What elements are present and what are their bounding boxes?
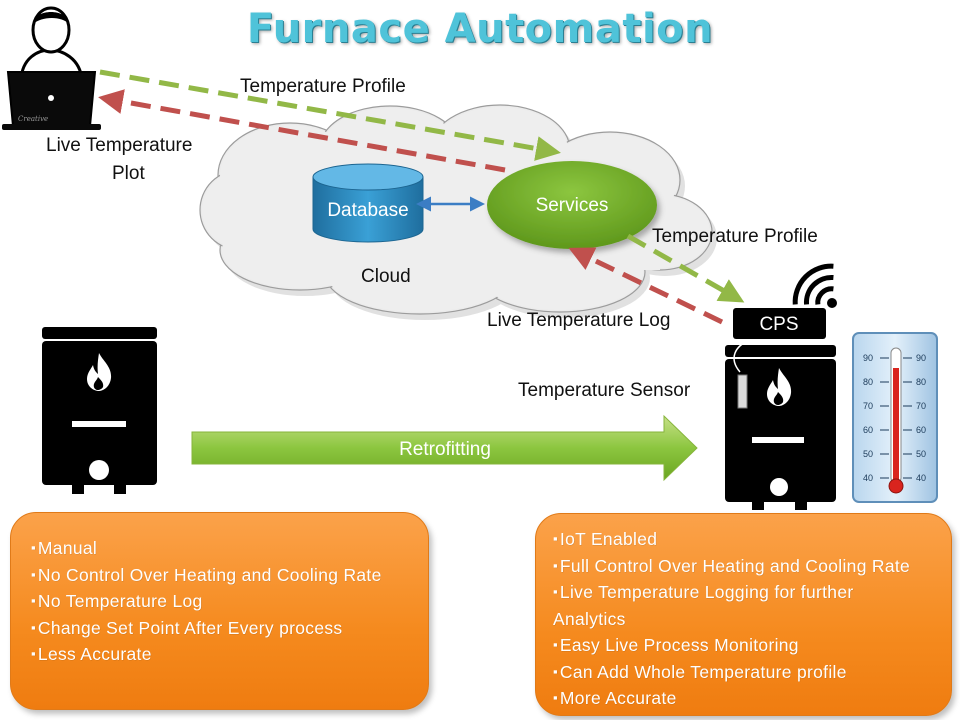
live-temperature-plot-label-line2: Plot [112, 163, 145, 184]
temperature-sensor-label: Temperature Sensor [518, 380, 691, 401]
laptop-brand-mark: Creative [18, 115, 48, 123]
database-node: Database [312, 163, 424, 243]
thermo-scale-right: 70 [916, 401, 926, 411]
profile-arrow-services-to-cps [626, 233, 745, 303]
before-features-box: Manual No Control Over Heating and Cooli… [10, 512, 429, 710]
thermometer-icon: 90 80 70 60 50 40 90 80 70 60 50 40 [852, 332, 938, 503]
list-item: IoT Enabled [553, 527, 951, 554]
thermo-scale-right: 40 [916, 473, 926, 483]
thermo-scale-left: 90 [863, 353, 873, 363]
list-item: No Temperature Log [31, 589, 428, 616]
user-at-laptop-icon: Creative [2, 6, 101, 130]
list-item: Less Accurate [31, 642, 428, 669]
database-label: Database [327, 200, 408, 221]
cps-label: CPS [759, 314, 798, 335]
list-item: More Accurate [553, 686, 951, 713]
list-item: Change Set Point After Every process [31, 616, 428, 643]
before-features-list: Manual No Control Over Heating and Cooli… [11, 513, 428, 669]
live-temperature-plot-label-line1: Live Temperature [46, 135, 193, 156]
services-node: Services [487, 161, 657, 249]
services-label: Services [536, 195, 609, 216]
page-title: Furnace Automation [246, 6, 714, 52]
retrofitting-arrow: Retrofitting [191, 414, 698, 482]
after-features-list: IoT Enabled Full Control Over Heating an… [536, 514, 951, 713]
temperature-profile-label-top: Temperature Profile [240, 76, 406, 97]
cloud-label: Cloud [361, 266, 411, 287]
thermo-scale-right: 60 [916, 425, 926, 435]
thermo-scale-left: 50 [863, 449, 873, 459]
live-temperature-log-label: Live Temperature Log [487, 310, 671, 331]
thermo-scale-left: 60 [863, 425, 873, 435]
profile-arrow-user-to-services [99, 69, 561, 161]
thermo-scale-right: 80 [916, 377, 926, 387]
list-item: Full Control Over Heating and Cooling Ra… [553, 554, 951, 581]
temperature-profile-label-right: Temperature Profile [652, 226, 818, 247]
log-arrow-cps-to-services [568, 247, 724, 325]
flame-icon [767, 368, 792, 406]
new-furnace-icon [725, 340, 836, 510]
list-item: Manual [31, 536, 428, 563]
thermo-scale-left: 40 [863, 473, 873, 483]
plot-arrow-services-to-user [98, 89, 506, 173]
sensor-wire [733, 340, 749, 373]
thermo-scale-left: 70 [863, 401, 873, 411]
cps-device: CPS [733, 308, 826, 339]
wifi-signal-icon [792, 263, 837, 308]
list-item: Can Add Whole Temperature profile [553, 660, 951, 687]
list-item: Live Temperature Logging for further [553, 580, 951, 607]
list-item: No Control Over Heating and Cooling Rate [31, 563, 428, 590]
thermo-scale-right: 50 [916, 449, 926, 459]
retrofitting-label: Retrofitting [399, 439, 491, 460]
after-features-box: IoT Enabled Full Control Over Heating an… [535, 513, 952, 716]
list-item-continuation: Analytics [553, 608, 626, 629]
thermo-scale-left: 80 [863, 377, 873, 387]
old-furnace-icon [42, 327, 157, 494]
list-item: Easy Live Process Monitoring [553, 633, 951, 660]
flame-icon [87, 353, 112, 391]
thermo-scale-right: 90 [916, 353, 926, 363]
temperature-sensor-probe [737, 374, 748, 409]
